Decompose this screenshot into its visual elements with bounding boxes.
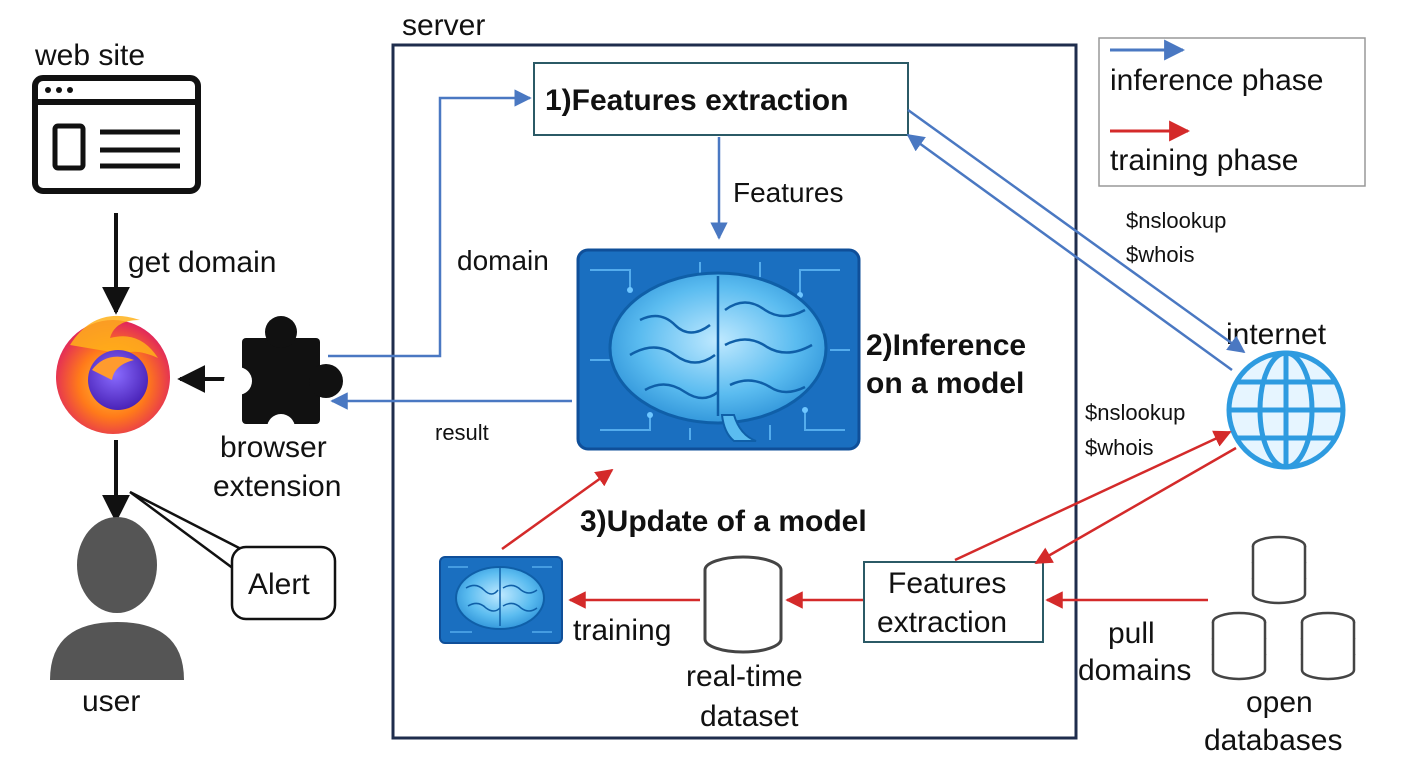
legend-training-label: training phase [1110, 144, 1298, 177]
puzzle-piece-icon [224, 316, 343, 442]
step3-label: 3)Update of a model [580, 505, 867, 538]
training-label: training [573, 614, 671, 647]
whois-top-label: $whois [1126, 242, 1194, 267]
result-label: result [435, 420, 489, 445]
user-label: user [82, 685, 140, 718]
browser-extension-label-line2: extension [213, 470, 341, 503]
nslookup-top-label: $nslookup [1126, 208, 1226, 233]
features-extraction-box [533, 62, 909, 136]
legend-inference-label: inference phase [1110, 64, 1324, 97]
domain-label: domain [457, 245, 549, 276]
alert-label: Alert [248, 568, 310, 601]
pull-domains-label-line1: pull [1108, 617, 1155, 650]
server-label: server [402, 9, 485, 42]
features-label: Features [733, 177, 844, 208]
features-extraction-label-line1: Features [888, 567, 1006, 600]
browser-extension-label-line1: browser [220, 431, 327, 464]
step2-label-line2: on a model [866, 367, 1024, 400]
legend: inference phase training phase [1098, 37, 1366, 187]
open-databases-label-line2: databases [1204, 724, 1342, 757]
server-boundary [391, 43, 1078, 740]
step2-label-line1: 2)Inference [866, 329, 1026, 362]
domain-arrow [328, 89, 532, 358]
user-silhouette-icon [50, 517, 184, 680]
nslookup-inference-response-arrow [906, 133, 1233, 372]
nslookup-training-request-arrow [954, 430, 1232, 562]
training-features-extraction-box [863, 561, 1044, 643]
step1-label: 1)Features extraction [545, 84, 848, 117]
open-databases-icon [1211, 535, 1356, 681]
features-extraction-label-line2: extraction [877, 606, 1007, 639]
alert-callout: Alert [129, 490, 337, 621]
internet-label: internet [1226, 318, 1327, 351]
database-icon [703, 555, 783, 654]
pull-domains-label-line2: domains [1078, 654, 1191, 687]
dataset-label-line1: real-time [686, 660, 803, 693]
firefox-icon [56, 315, 170, 434]
browser-window-icon [32, 75, 201, 194]
update-model-arrow [501, 468, 614, 551]
whois-bottom-label: $whois [1085, 435, 1153, 460]
nslookup-bottom-label: $nslookup [1085, 400, 1185, 425]
nslookup-inference-request-arrow [907, 108, 1246, 354]
web-site-label: web site [34, 39, 145, 72]
nslookup-training-response-arrow [1034, 446, 1237, 565]
dataset-label-line2: dataset [700, 700, 799, 733]
open-databases-label-line1: open [1246, 686, 1313, 719]
globe-icon [1226, 350, 1346, 470]
brain-chip-icon [576, 248, 861, 451]
get-domain-label: get domain [128, 246, 276, 279]
brain-chip-small-icon [439, 556, 563, 644]
